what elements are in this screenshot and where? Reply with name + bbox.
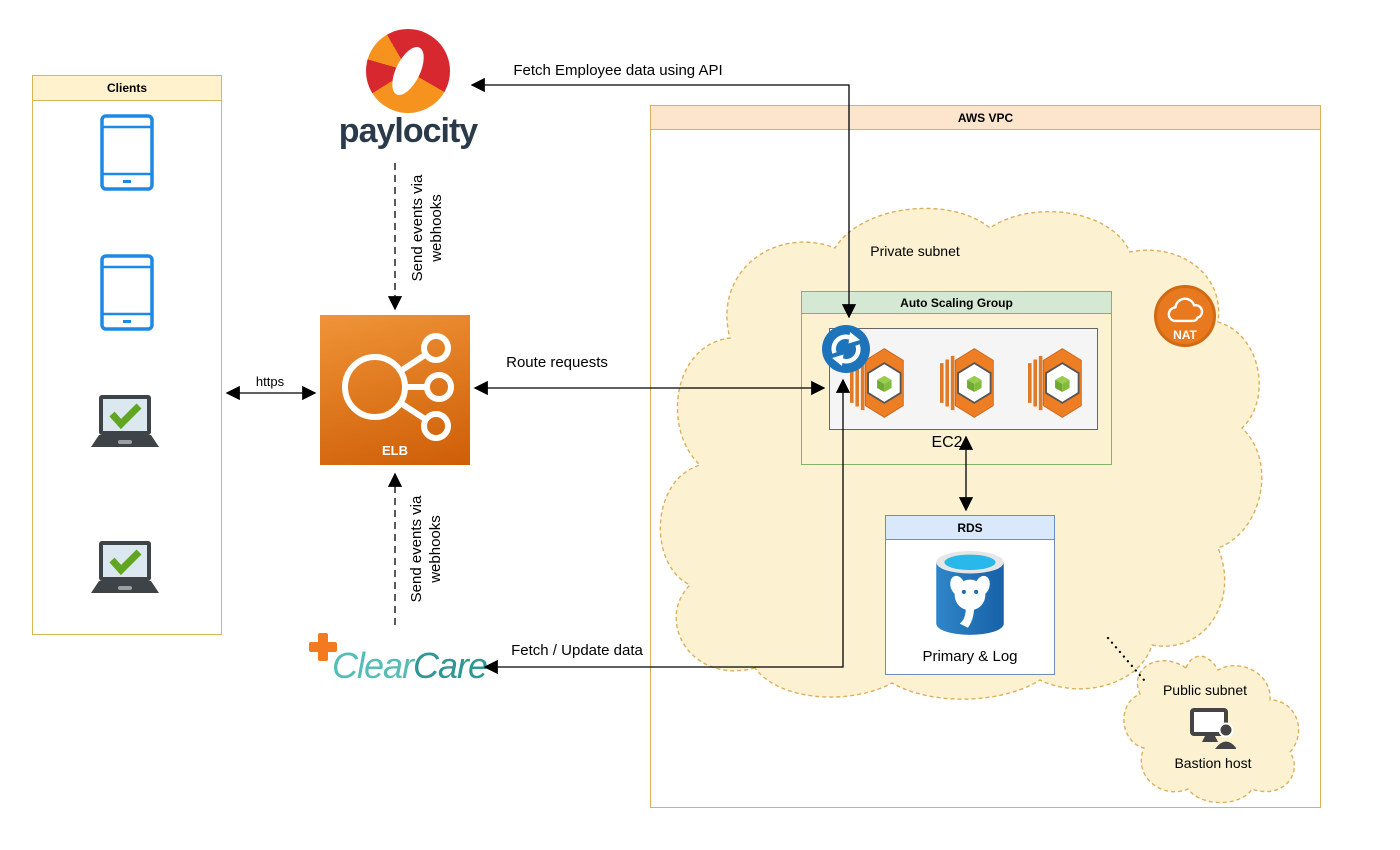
bastion-host-icon	[1190, 708, 1236, 749]
nat-gateway-icon: NAT	[1154, 285, 1216, 347]
elb-node: ELB	[320, 315, 470, 465]
aws-vpc-header: AWS VPC	[651, 106, 1320, 130]
laptop-icon	[91, 541, 159, 593]
paylocity-wordmark: paylocity	[338, 112, 478, 150]
paylocity-logo-icon	[366, 29, 450, 113]
webhooks-top-arrow-label: Send events via webhooks	[409, 174, 445, 282]
rds-title: RDS	[957, 520, 983, 535]
auto-scaling-group-box: Auto Scaling Group	[801, 291, 1112, 465]
ec2-label: EC2	[931, 434, 963, 451]
plus-icon	[309, 633, 337, 661]
private-subnet-label: Private subnet	[870, 243, 960, 259]
tablet-icon	[100, 114, 154, 191]
clearcare-word-care: Care	[413, 645, 488, 686]
clients-title: Clients	[106, 81, 147, 95]
fetch-update-arrow-label: Fetch / Update data	[511, 642, 643, 659]
fetch-api-arrow-label: Fetch Employee data using API	[513, 62, 723, 79]
ec2-instance-icon	[940, 346, 996, 420]
nat-label: NAT	[1173, 328, 1197, 342]
cloud-icon	[1167, 297, 1204, 323]
ec2-instance-icon	[1028, 346, 1084, 420]
postgresql-icon	[936, 551, 1004, 635]
auto-scaling-group-header: Auto Scaling Group	[802, 292, 1111, 314]
sync-icon	[822, 325, 870, 373]
rds-caption: Primary & Log	[922, 648, 1018, 665]
webhooks-bottom-arrow-label: Send events via webhooks	[408, 495, 444, 603]
bastion-host-label: Bastion host	[1174, 755, 1252, 771]
tablet-icon	[100, 254, 154, 331]
rds-header: RDS	[886, 516, 1054, 540]
route-requests-arrow-label: Route requests	[506, 354, 608, 371]
paylocity-logo-center	[385, 42, 431, 100]
load-balancer-icon	[342, 333, 454, 441]
clients-box-header: Clients	[33, 76, 221, 101]
https-arrow-label: https	[255, 374, 285, 389]
auto-scaling-group-title: Auto Scaling Group	[900, 295, 1013, 310]
laptop-icon	[91, 395, 159, 447]
clearcare-word-clear: Clear	[332, 645, 414, 686]
aws-vpc-title: AWS VPC	[957, 110, 1014, 125]
clearcare-logo: ClearCare	[332, 645, 488, 687]
elb-label: ELB	[382, 443, 408, 458]
public-subnet-label: Public subnet	[1162, 682, 1248, 698]
